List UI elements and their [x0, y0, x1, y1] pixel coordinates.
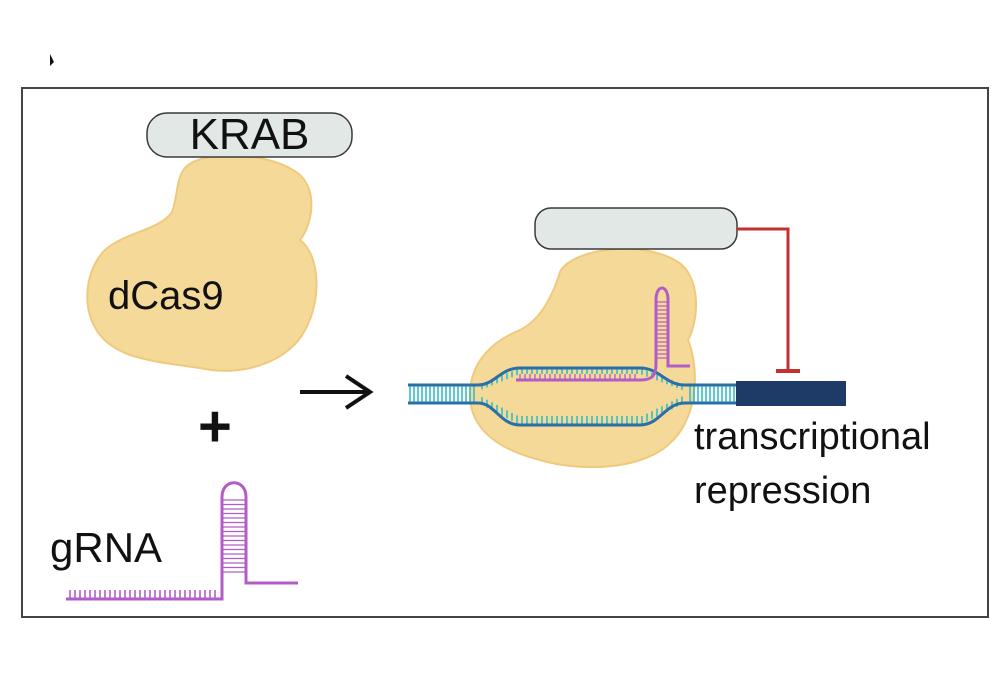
- grna-label: gRNA: [50, 524, 163, 571]
- figure-frame: [21, 87, 989, 618]
- krab-domain-bound: [534, 207, 738, 250]
- dcas9-blob: [468, 247, 697, 469]
- grna-stem-rungs: [222, 499, 246, 573]
- dna-top-strand: [408, 366, 738, 387]
- grna-backbone: [66, 481, 298, 601]
- corner-mark: [50, 54, 54, 66]
- grna-molecule-bound: [516, 286, 690, 382]
- outcome-label-line2: repression: [694, 470, 872, 512]
- right-arrow-icon: [300, 374, 374, 410]
- dcas9-blob: [86, 154, 318, 372]
- arrow-head: [344, 374, 374, 410]
- krab-domain: [146, 112, 353, 158]
- outcome-label-line1: transcriptional: [694, 416, 931, 458]
- plus-sign: +: [198, 394, 232, 459]
- grna-stem-rungs: [656, 301, 668, 359]
- t-bar-inhibition-icon: [737, 227, 800, 373]
- target-gene-box: [736, 381, 846, 406]
- inhibition-line: [737, 227, 790, 370]
- dcas9-protein-left: [86, 154, 318, 372]
- dna-bottom-strand: [408, 401, 738, 427]
- grna-molecule-left: [66, 481, 298, 601]
- dcas9-label: dCas9: [108, 274, 224, 318]
- krab-label: KRAB: [189, 110, 310, 159]
- dcas9-protein-right: [468, 247, 697, 469]
- dna-double-helix: [408, 366, 738, 427]
- grna-backbone: [516, 286, 690, 382]
